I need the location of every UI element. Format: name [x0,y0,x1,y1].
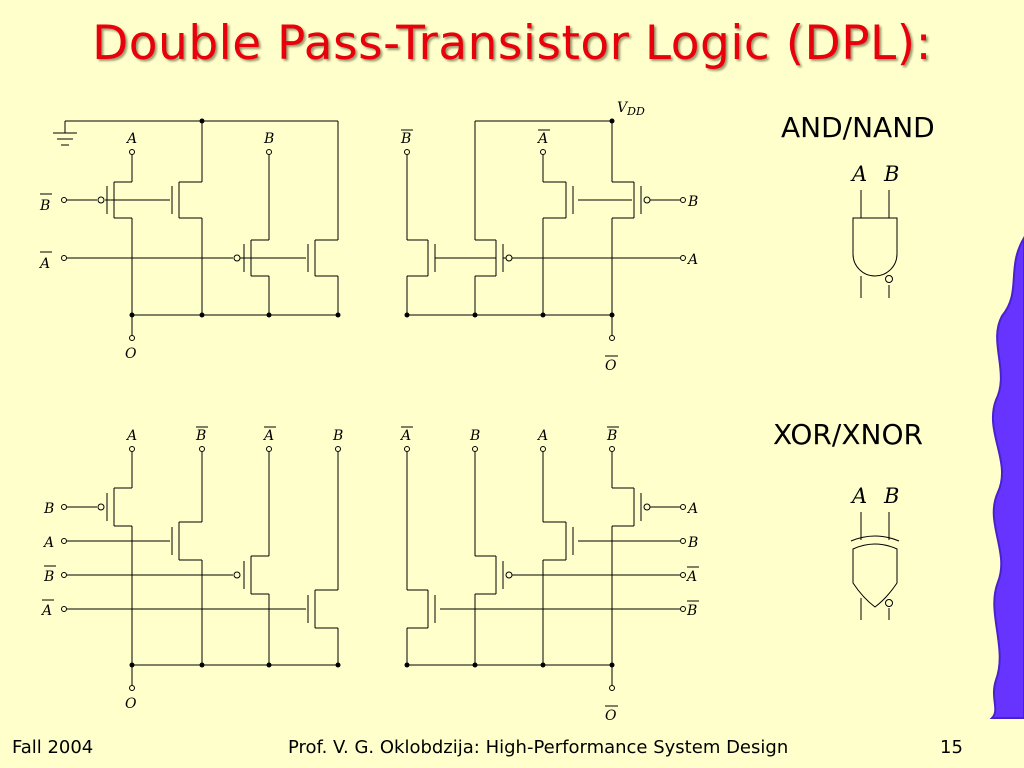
xor-gate-input-b: B [883,484,899,508]
and-gate-input-b: B [883,162,899,186]
label-b-br-top2: B [469,428,480,444]
decorative-wave [989,236,1024,719]
xor-gate-input-a: A [850,484,867,508]
slide-title: Double Pass-Transistor Logic (DPL): [92,16,932,71]
label-bbar-br-top4: B [606,428,617,444]
and-gate-input-a: A [850,162,867,186]
label-obar-br-out: O [605,708,617,724]
label-abar-tr-top: A [536,131,548,147]
label-bbar-bl-left3: B [43,569,54,585]
label-abar-tl-left: A [38,256,50,272]
label-o-tl-out: O [125,346,137,362]
label-a-tr-right: A [686,252,698,268]
footer-date: Fall 2004 [12,737,94,758]
label-o-bl-out: O [125,696,137,712]
slide-number: 15 [940,737,963,758]
footer-author: Prof. V. G. Oklobdzija: High-Performance… [288,737,789,758]
label-b-bl-left1: B [43,501,54,517]
label-bbar-tl-left: B [39,198,50,214]
label-bbar-br-right4: B [686,603,697,619]
label-b-bl-top4: B [332,428,343,444]
label-abar-bl-left4: A [40,603,52,619]
label-b-tl-top: B [263,131,274,147]
label-bbar-bl-top2: B [195,428,206,444]
label-a-br-top3: A [536,428,548,444]
label-bbar-tr-top: B [400,131,411,147]
label-a-bl-left2: A [42,535,54,551]
and-nand-label: AND/NAND [781,111,935,144]
label-b-br-right2: B [687,535,698,551]
label-abar-br-right3: A [685,569,697,585]
label-a-br-right1: A [686,501,698,517]
label-obar-tr-out: O [605,358,617,374]
label-a-bl-top1: A [125,428,137,444]
label-abar-bl-top3: A [262,428,274,444]
xor-xnor-label: XOR/XNOR [773,418,923,451]
label-a-tl-top: A [125,131,137,147]
label-abar-br-top1: A [399,428,411,444]
vdd-label: VDD [617,100,645,118]
label-b-tr-right: B [687,194,698,210]
